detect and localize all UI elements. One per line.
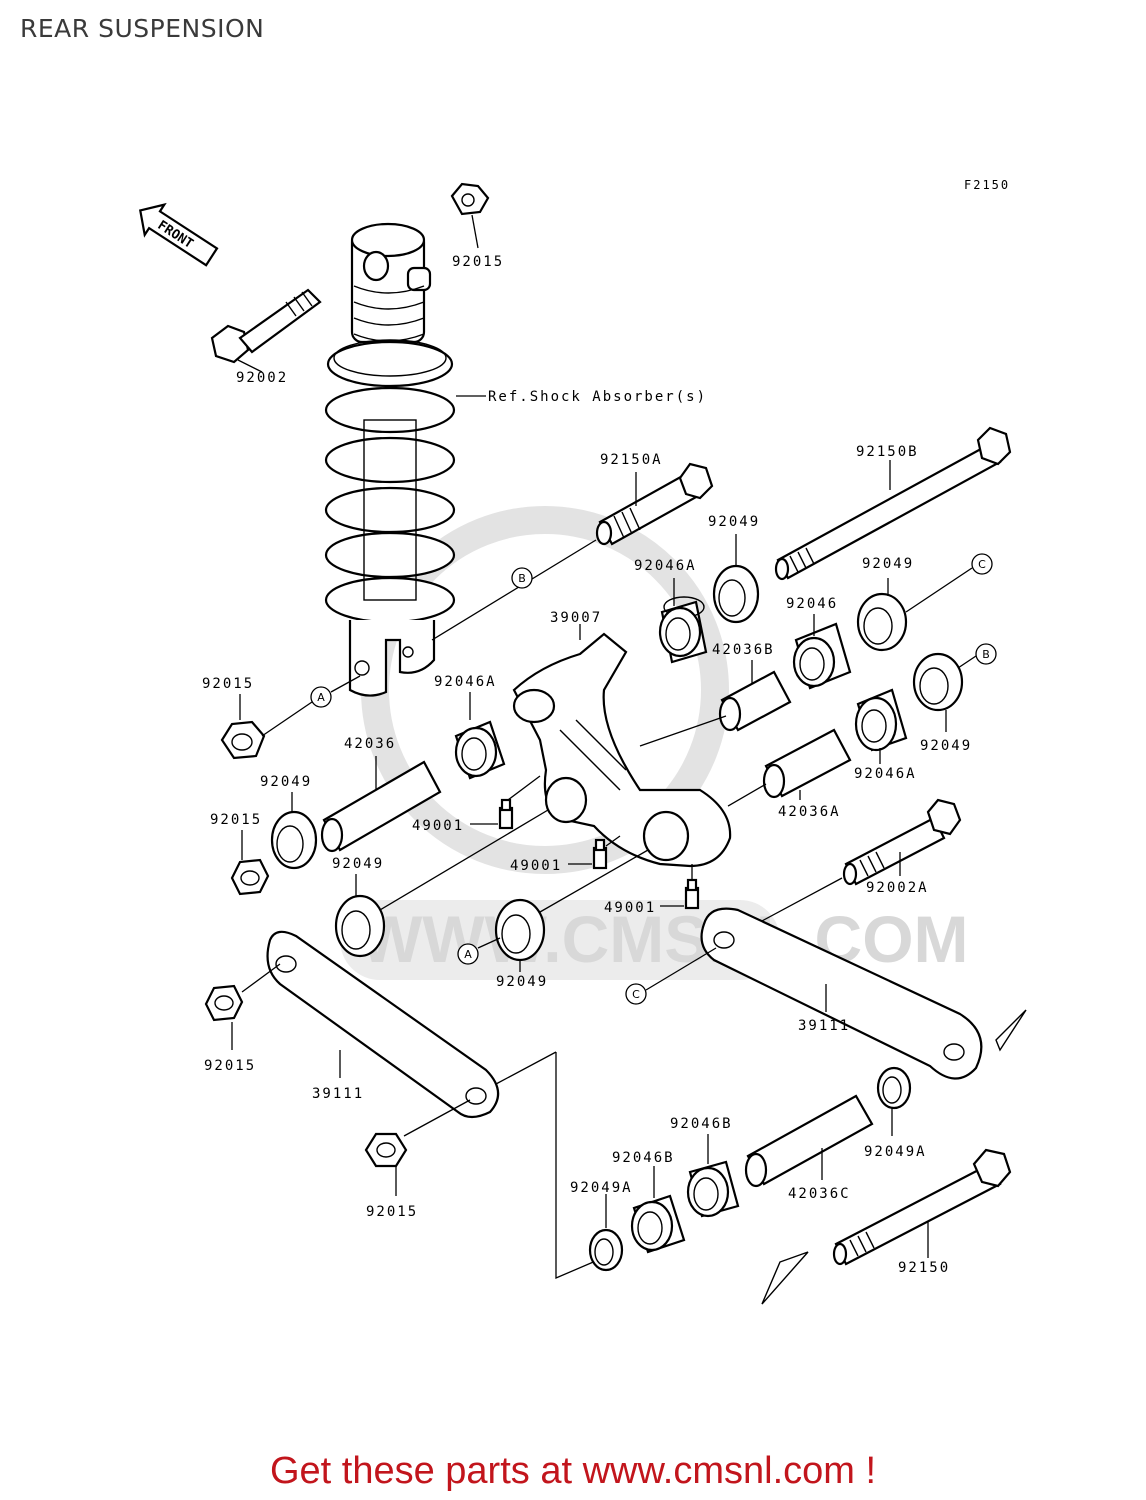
callout-92015-mid: 92015 <box>210 812 262 828</box>
ref-marker-b-right: B <box>982 648 990 661</box>
washer-92049-c <box>912 652 977 732</box>
callout-92049A-left: 92049A <box>570 1180 633 1196</box>
callout-92150: 92150 <box>898 1260 950 1276</box>
washer-92049A-left <box>588 1194 624 1272</box>
watermark: WWW.CMSNL.COM <box>340 506 969 980</box>
washer-92049-d <box>270 792 318 870</box>
rocker-arm-39007 <box>512 624 732 868</box>
callout-92150B: 92150B <box>856 444 919 460</box>
callout-39007: 39007 <box>550 610 602 626</box>
callout-92015-top: 92015 <box>452 254 504 270</box>
callout-49001-c: 49001 <box>604 900 656 916</box>
callout-92049-d: 92049 <box>260 774 312 790</box>
ref-marker-b-upper: B <box>518 572 526 585</box>
bearing-92046A-c <box>854 688 908 764</box>
callout-ref-shock: Ref.Shock Absorber(s) <box>488 389 707 405</box>
callout-92015-left: 92015 <box>202 676 254 692</box>
callout-92046B-a: 92046B <box>670 1116 733 1132</box>
bearing-92046A-a <box>658 578 708 664</box>
callout-39111-right: 39111 <box>798 1018 850 1034</box>
grease-nipple-49001-a <box>470 775 541 830</box>
callout-92002A: 92002A <box>866 880 929 896</box>
callout-49001-a: 49001 <box>412 818 464 834</box>
bolt-92002 <box>210 288 322 373</box>
washer-92049-a <box>712 534 760 624</box>
cmsnl-promo-link[interactable]: Get these parts at www.cmsnl.com ! <box>269 1450 877 1492</box>
callout-92046A-a: 92046A <box>634 558 697 574</box>
bolt-92002A <box>759 798 962 923</box>
nut-92015-mid <box>230 830 270 896</box>
nut-92015-bottom <box>364 1099 471 1196</box>
figure-code: F2150 <box>964 178 1011 192</box>
callout-49001-b: 49001 <box>510 858 562 874</box>
spacer-42036C <box>744 1094 874 1188</box>
tie-rod-39111-left <box>266 930 557 1119</box>
washer-92049A-right <box>876 1066 912 1136</box>
front-arrow-icon: FRONT <box>138 202 219 267</box>
bolt-92150B <box>774 426 1012 581</box>
callout-92049A-right: 92049A <box>864 1144 927 1160</box>
bearing-92046B-a <box>686 1134 740 1218</box>
spacer-42036A <box>727 728 852 807</box>
bearing-92046 <box>792 614 852 690</box>
washer-92049-e <box>334 809 549 958</box>
callout-92015-bottom: 92015 <box>366 1204 418 1220</box>
callout-92049-f: 92049 <box>496 974 548 990</box>
washer-92049-b <box>856 567 973 652</box>
grease-nipple-49001-b <box>568 835 621 870</box>
callout-92049-c: 92049 <box>920 738 972 754</box>
ref-marker-a-lower: A <box>464 948 472 961</box>
grease-nipple-49001-c <box>660 864 700 910</box>
shock-absorber <box>324 222 486 697</box>
callout-92046B-b: 92046B <box>612 1150 675 1166</box>
callout-42036A: 42036A <box>778 804 841 820</box>
callout-92046A-c: 92046A <box>854 766 917 782</box>
callout-92046A-b: 92046A <box>434 674 497 690</box>
callout-42036B: 42036B <box>712 642 775 658</box>
callout-92049-e: 92049 <box>332 856 384 872</box>
nut-92015-left <box>220 694 313 760</box>
washer-92049-f <box>477 849 649 972</box>
bearing-92046A-b <box>454 692 506 780</box>
callout-42036C: 42036C <box>788 1186 851 1202</box>
callout-39111-left: 39111 <box>312 1086 364 1102</box>
callout-42036: 42036 <box>344 736 396 752</box>
callout-92049-a: 92049 <box>708 514 760 530</box>
spacer-42036B <box>639 660 792 747</box>
ref-marker-c-upper: C <box>978 558 986 571</box>
callout-92015-low: 92015 <box>204 1058 256 1074</box>
spacer-42036 <box>320 756 442 853</box>
callout-92049-b: 92049 <box>862 556 914 572</box>
nut-92015-low <box>204 963 281 1050</box>
callout-92002: 92002 <box>236 370 288 386</box>
watermark-text: WWW.CMSNL.COM <box>360 902 969 976</box>
callout-92150A: 92150A <box>600 452 663 468</box>
nut-92015-top <box>450 182 490 249</box>
page-title: REAR SUSPENSION <box>20 14 265 43</box>
callout-92046: 92046 <box>786 596 838 612</box>
ref-marker-a-upper: A <box>317 691 325 704</box>
bearing-92046B-b <box>630 1166 686 1254</box>
bolt-92150 <box>761 1148 1012 1305</box>
ref-marker-c-lower: C <box>632 988 640 1001</box>
bolt-92150A <box>595 462 714 546</box>
